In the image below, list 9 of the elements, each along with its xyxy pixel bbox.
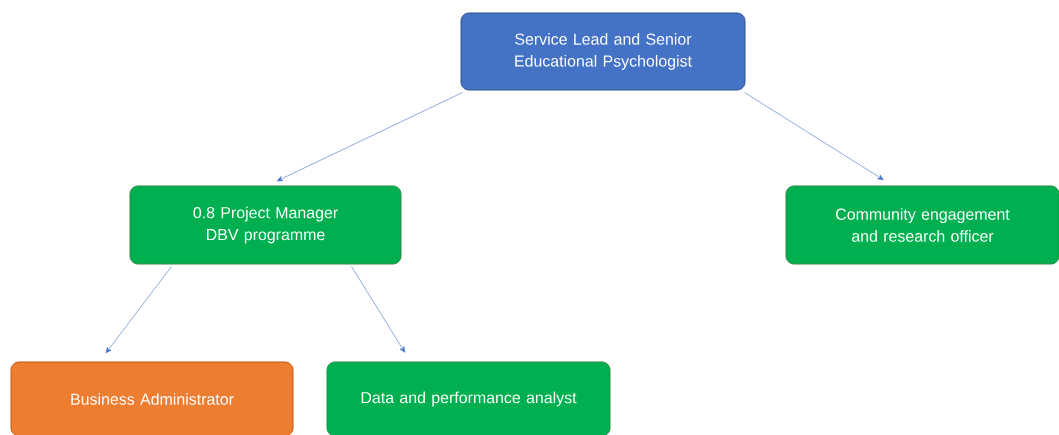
role-box: Data and performance analyst xyxy=(326,361,611,435)
role-box: Service Lead and Senior Educational Psychologist xyxy=(460,12,746,91)
arrow xyxy=(105,266,172,354)
role-box: Business Administrator xyxy=(10,361,294,435)
arrow xyxy=(276,92,463,182)
role-box: 0.8 Project Manager DBV programme xyxy=(129,185,402,265)
arrow xyxy=(351,266,406,353)
role-box: Community engagement and research officer xyxy=(785,185,1059,265)
arrow xyxy=(744,92,884,181)
